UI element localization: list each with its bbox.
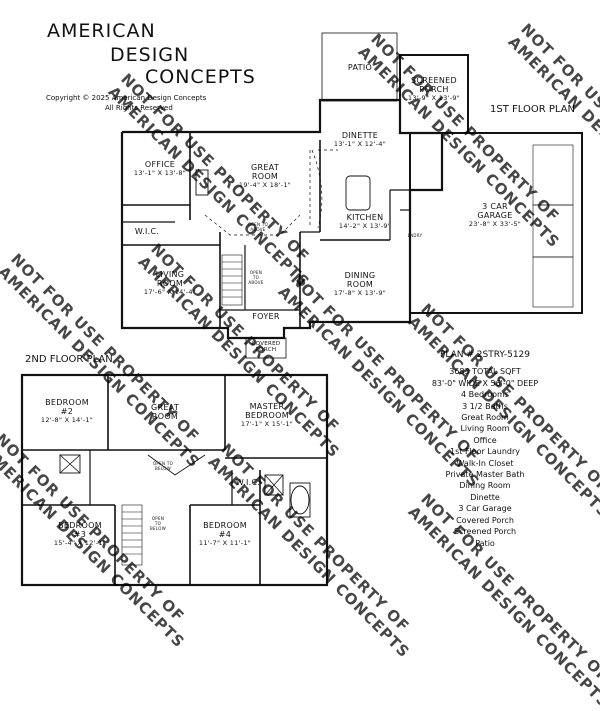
wic-1-label: W.I.C. bbox=[134, 227, 160, 236]
first-floor-outer-wall bbox=[120, 98, 444, 340]
feature-item: Screened Porch bbox=[453, 527, 517, 537]
feature-item: Private Master Bath bbox=[445, 470, 525, 480]
copyright-line-1: Copyright © 2025 American Design Concept… bbox=[46, 94, 207, 102]
patio-label: PATIO bbox=[347, 63, 373, 72]
plan-size: 83'-0" WIDE X 56'-0" DEEP bbox=[431, 378, 539, 388]
garage-label: 3 CAR GARAGE 23'-8" X 33'-5" bbox=[468, 202, 522, 228]
great-room-label: GREAT ROOM 19'-4" X 18'-1" bbox=[238, 163, 292, 189]
plan-number: PLAN # 2STRY-5129 bbox=[440, 350, 530, 360]
covered-porch-label: COVERED PORCH bbox=[251, 341, 281, 353]
brand-line-2: DESIGN bbox=[110, 44, 190, 66]
bedroom-4-label: BEDROOM #4 11'-7" X 11'-1" bbox=[198, 521, 252, 547]
foyer-label: FOYER bbox=[252, 312, 280, 321]
dining-room-label: DINING ROOM 17'-8" X 13'-9" bbox=[333, 271, 387, 297]
feature-item: Patio bbox=[475, 538, 495, 548]
feature-item: Covered Porch bbox=[456, 515, 514, 525]
feature-item: Walk-In Closet bbox=[456, 458, 514, 468]
dinette-label: DINETTE 13'-1" X 12'-4" bbox=[333, 131, 387, 148]
floor-plan-drawing bbox=[20, 32, 583, 587]
garage-outline bbox=[409, 132, 583, 314]
covered-porch-outline bbox=[245, 337, 287, 359]
open-above-stair-label: OPEN TO ABOVE bbox=[248, 270, 264, 285]
screened-porch-label: SCREENED PORCH 13'-9" X 13'-9" bbox=[407, 76, 461, 102]
kitchen-label: KITCHEN 14'-2" X 13'-9" bbox=[338, 213, 392, 230]
first-floor-title: 1ST FLOOR PLAN bbox=[490, 104, 575, 115]
bedroom-3-label: BEDROOM #3 15'-4" X 12'-1" bbox=[53, 521, 107, 547]
feature-item: Living Room bbox=[460, 424, 510, 434]
feature-item: 1st Floor Laundry bbox=[450, 447, 520, 457]
second-floor-title: 2ND FLOOR PLAN bbox=[25, 354, 113, 365]
office-label: OFFICE 13'-1" X 13'-8" bbox=[133, 160, 187, 177]
open-to-above-label: OPEN TO ABOVE bbox=[247, 222, 269, 232]
feature-item: 3 1/2 Baths bbox=[462, 401, 508, 411]
laundry-label: LNDRY bbox=[407, 233, 423, 238]
wic-2-label: W.I.C. bbox=[235, 478, 261, 487]
feature-item: Dining Room bbox=[459, 481, 511, 491]
open-to-below-label: OPEN TO BELOW bbox=[152, 461, 174, 471]
feature-item: 4 Bedrooms bbox=[461, 390, 509, 400]
second-floor-outer-wall bbox=[20, 373, 329, 587]
upper-great-room-label: GREAT ROOM bbox=[150, 403, 180, 421]
feature-item: Office bbox=[473, 435, 497, 445]
open-below-stair-label: OPEN TO BELOW bbox=[150, 516, 166, 531]
living-room-label: LIVING ROOM 17'-6" X 14'-4" bbox=[143, 270, 197, 296]
feature-item: Great Room bbox=[461, 413, 509, 423]
brand-line-3: CONCEPTS bbox=[145, 66, 256, 88]
total-sqft: 3683 TOTAL SQFT bbox=[449, 367, 521, 377]
feature-list: 4 Bedrooms 3 1/2 Baths Great Room Living… bbox=[405, 389, 565, 549]
brand-line-1: AMERICAN bbox=[47, 20, 156, 42]
master-bedroom-label: MASTER BEDROOM 17'-1" X 15'-1" bbox=[240, 402, 294, 428]
feature-item: 3 Car Garage bbox=[458, 504, 512, 514]
bedroom-2-label: BEDROOM #2 12'-8" X 14'-1" bbox=[40, 398, 94, 424]
plan-specs: PLAN # 2STRY-5129 3683 TOTAL SQFT 83'-0"… bbox=[405, 350, 565, 549]
copyright-line-2: All Rights Reserved bbox=[105, 104, 173, 112]
feature-item: Dinette bbox=[470, 492, 500, 502]
